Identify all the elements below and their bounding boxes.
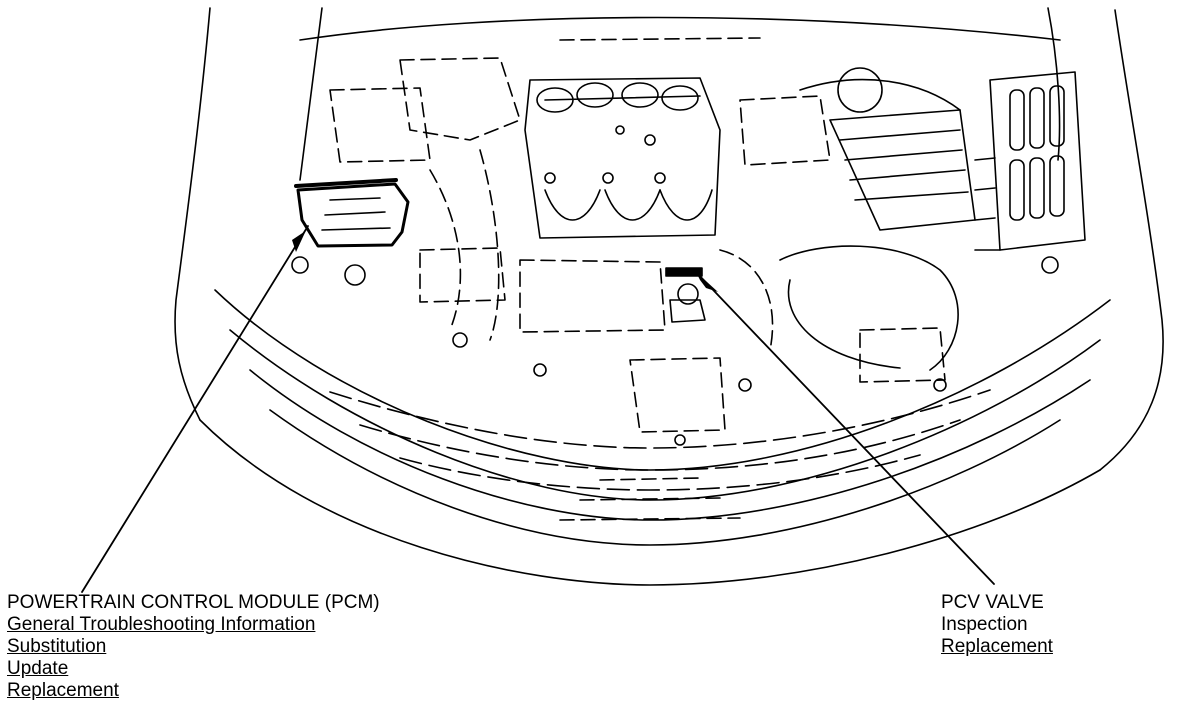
engine-details — [329, 37, 946, 521]
pcm-leader-line — [81, 225, 309, 593]
air-intake — [779, 67, 976, 371]
pcm-module — [294, 178, 410, 248]
pcm-link-replacement[interactable]: Replacement — [7, 680, 119, 701]
pcv-valve — [665, 267, 706, 323]
grille — [329, 389, 991, 491]
pcv-link-replacement[interactable]: Replacement — [941, 636, 1053, 657]
pcv-leader-arrowhead — [696, 272, 718, 292]
vehicle-outline — [174, 7, 1164, 586]
pcm-link-update[interactable]: Update — [7, 658, 69, 679]
pcm-link-substitution[interactable]: Substitution — [7, 636, 107, 657]
pcm-link-general-troubleshooting[interactable]: General Troubleshooting Information — [7, 614, 316, 635]
pcm-callout: POWERTRAIN CONTROL MODULE (PCM) General … — [7, 592, 380, 702]
battery — [974, 71, 1086, 251]
pcm-leader-arrowhead — [292, 226, 308, 252]
pcv-callout: PCV VALVE Inspection Replacement — [941, 592, 1053, 658]
pcv-leader-line — [695, 271, 995, 585]
bolt-heads — [291, 256, 1059, 446]
pcv-title: PCV VALVE — [941, 592, 1044, 613]
pcm-title: POWERTRAIN CONTROL MODULE (PCM) — [7, 592, 380, 613]
pcv-item-inspection: Inspection — [941, 614, 1028, 635]
engine-block — [524, 77, 721, 239]
